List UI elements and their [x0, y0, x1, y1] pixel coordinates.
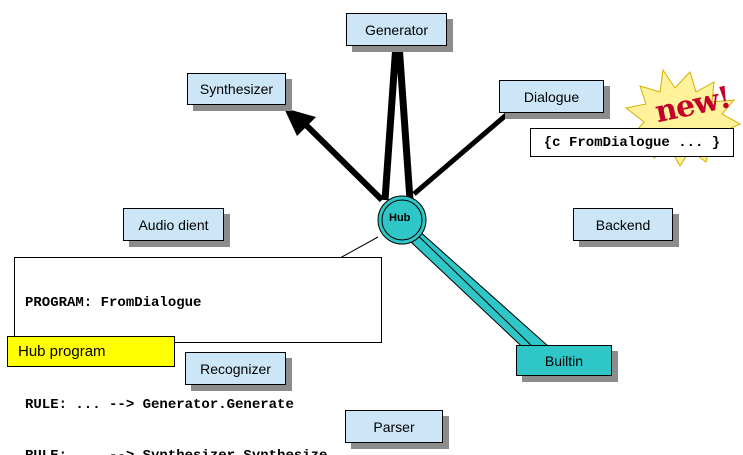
- hub-to-generator-line-left: [381, 43, 400, 201]
- hub-to-builtin-line: [403, 221, 537, 351]
- hub-label: Hub: [389, 212, 411, 224]
- hub-to-dialogue-line: [412, 108, 514, 196]
- program-line: PROGRAM: FromDialogue: [25, 295, 202, 311]
- hub-program-box: PROGRAM: FromDialogue RULE: ... --> Gene…: [14, 257, 382, 455]
- hub-to-synthesizer-line: [303, 122, 385, 203]
- synthesizer-node[interactable]: Synthesizer: [187, 73, 286, 105]
- generator-node[interactable]: Generator: [346, 13, 447, 46]
- hub-program-label: Hub program: [7, 336, 175, 367]
- hub-node-inner-ring: [381, 199, 423, 241]
- synthesizer-arrowhead: [284, 108, 316, 136]
- parser-node[interactable]: Parser: [345, 410, 443, 443]
- dialogue-callout: {c FromDialogue ... }: [530, 128, 734, 157]
- recognizer-node[interactable]: Recognizer: [185, 352, 286, 385]
- builtin-node[interactable]: Builtin: [516, 345, 612, 376]
- program-line: RULE: ... --> Synthesizer.Synthesize: [25, 447, 381, 455]
- audio-client-node[interactable]: Audio dient: [123, 208, 224, 241]
- hub-node: [377, 195, 427, 245]
- hub-to-generator-line-right: [395, 43, 414, 201]
- program-line: RULE: ... --> Generator.Generate: [25, 397, 294, 413]
- hub-program-pointer-line: [339, 236, 379, 259]
- dialogue-node[interactable]: Dialogue: [499, 80, 604, 113]
- backend-node[interactable]: Backend: [573, 208, 673, 241]
